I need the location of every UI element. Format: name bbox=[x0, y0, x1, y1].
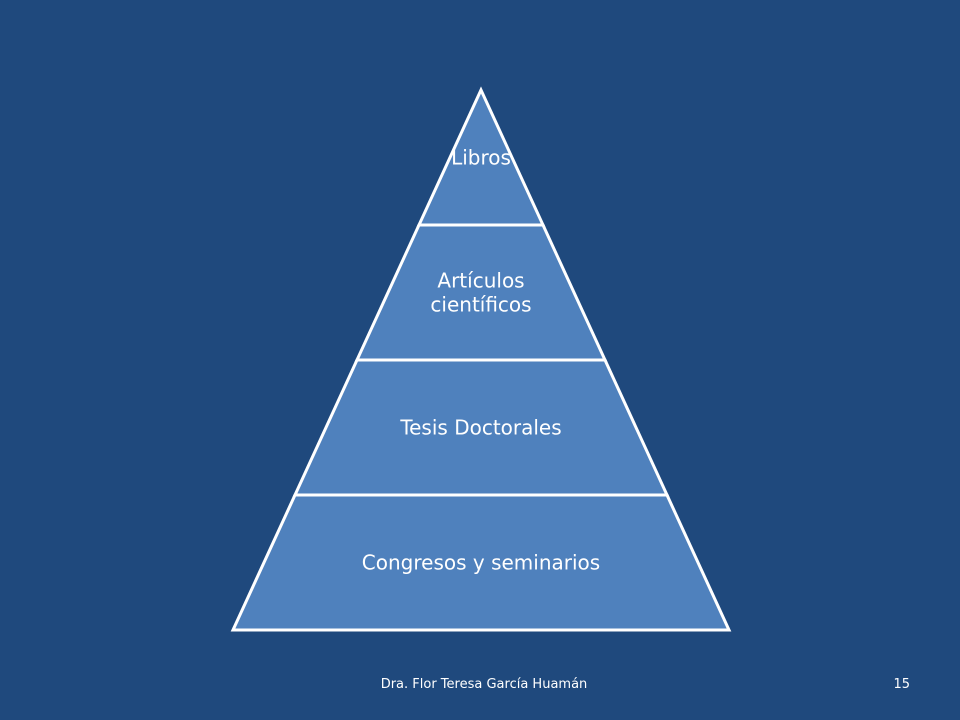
pyramid-label-line: Artículos bbox=[437, 269, 524, 293]
pyramid-label-line: científicos bbox=[430, 293, 531, 317]
pyramid-label-libros: Libros bbox=[451, 146, 511, 170]
pyramid-label-tesis-doctorales: Tesis Doctorales bbox=[399, 416, 561, 440]
pyramid-label-line: Libros bbox=[451, 146, 511, 170]
pyramid-label-line: Tesis Doctorales bbox=[399, 416, 561, 440]
footer-author: Dra. Flor Teresa García Huamán bbox=[380, 677, 588, 692]
pyramid-label-line: Congresos y seminarios bbox=[362, 551, 600, 575]
pyramid-label-congresos-y-seminarios: Congresos y seminarios bbox=[362, 551, 600, 575]
slide-number: 15 bbox=[893, 677, 910, 692]
pyramid-level-congresos-y-seminarios bbox=[230, 493, 732, 632]
